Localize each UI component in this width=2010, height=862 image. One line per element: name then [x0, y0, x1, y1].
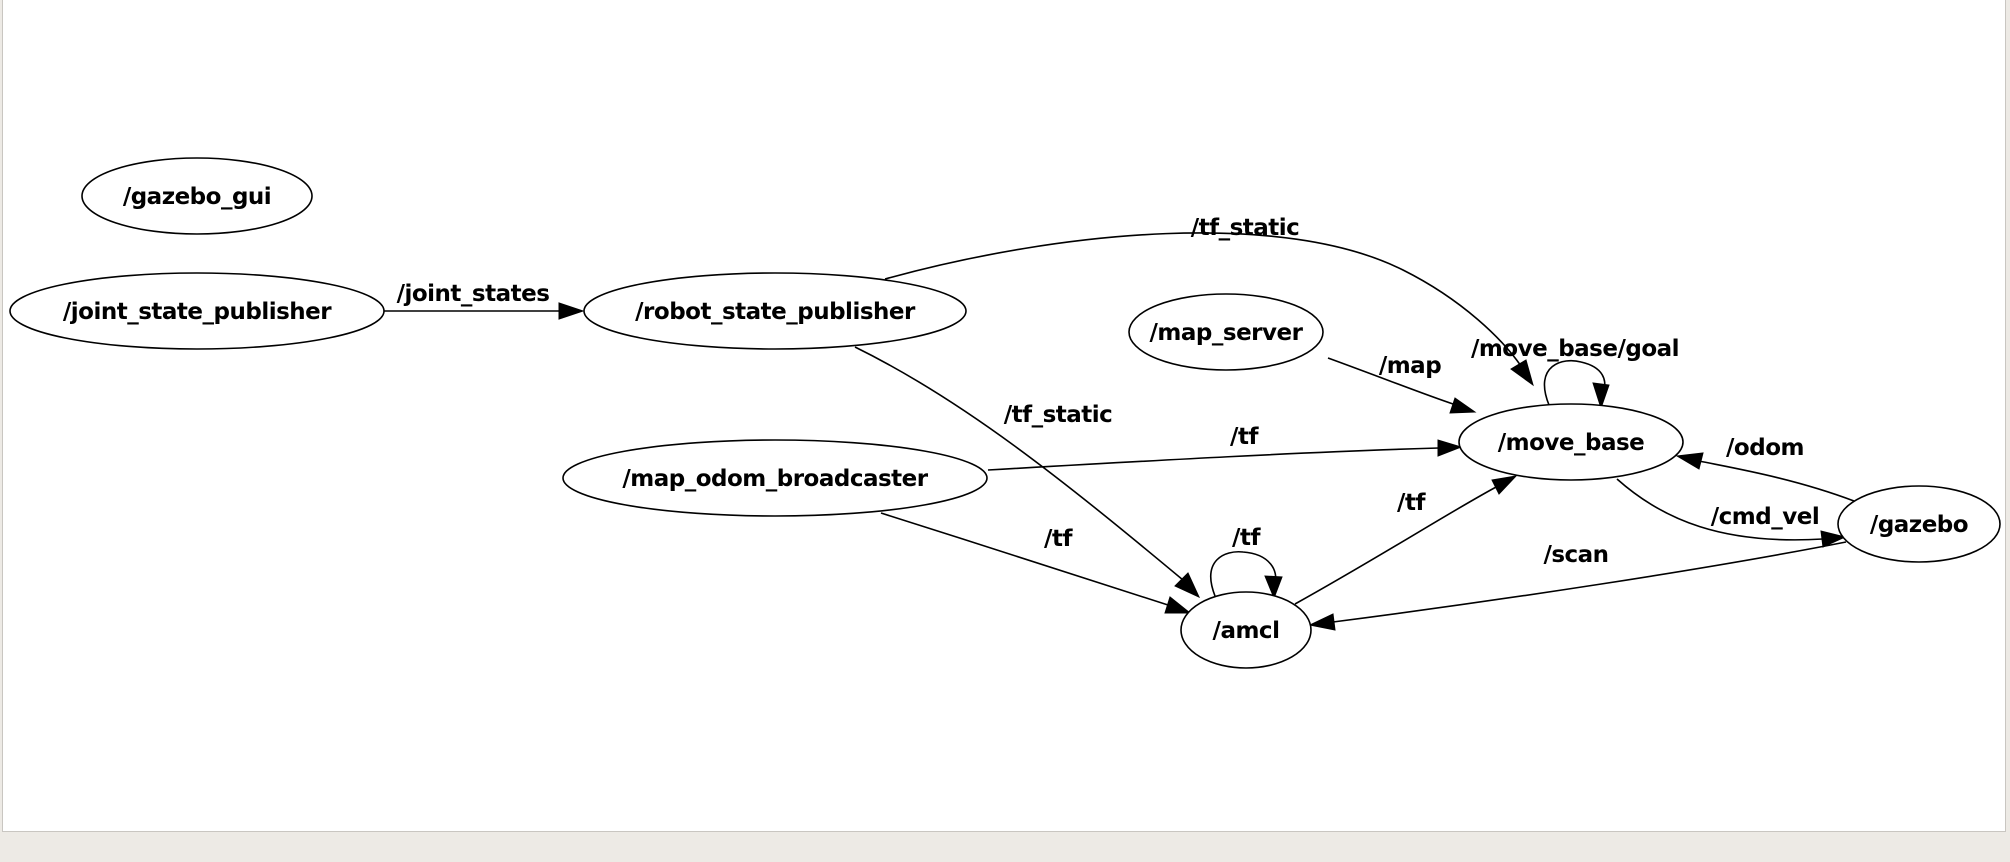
edge-tf-mob-movebase[interactable] [987, 439, 1463, 471]
node-label-map-odom-broadcaster: /map_odom_broadcaster [622, 466, 928, 492]
node-label-robot-state-publisher: /robot_state_publisher [635, 299, 916, 325]
node-gazebo-gui[interactable]: /gazebo_gui [81, 157, 313, 235]
node-label-move-base: /move_base [1498, 430, 1645, 456]
edge-odom[interactable] [1675, 452, 1855, 502]
edge-move-base-goal[interactable] [1543, 359, 1610, 410]
edge-tf-static-top[interactable] [884, 232, 1534, 387]
edge-label-cmd-vel: /cmd_vel [1711, 504, 1819, 530]
edge-label-tf-static-top: /tf_static [1191, 215, 1300, 241]
node-robot-state-publisher[interactable]: /robot_state_publisher [583, 272, 967, 350]
node-gazebo[interactable]: /gazebo [1837, 485, 2001, 563]
edge-label-move-base-goal: /move_base/goal [1471, 336, 1679, 362]
node-label-gazebo: /gazebo [1870, 512, 1968, 538]
edge-map[interactable] [1327, 357, 1477, 414]
node-label-amcl: /amcl [1213, 618, 1280, 644]
node-joint-state-publisher[interactable]: /joint_state_publisher [9, 272, 385, 350]
edge-tf-amcl-movebase[interactable] [1294, 475, 1518, 605]
edge-scan[interactable] [1308, 541, 1847, 631]
edge-tf-mob-amcl[interactable] [880, 512, 1192, 614]
edge-label-map: /map [1379, 353, 1441, 379]
edge-label-tf-amcl-self: /tf [1232, 525, 1261, 551]
edge-tf-static-mid[interactable] [854, 346, 1201, 599]
edge-tf-amcl-self[interactable] [1210, 550, 1283, 600]
edge-label-scan: /scan [1543, 542, 1608, 568]
edge-label-tf-mob-movebase: /tf [1230, 424, 1259, 450]
graph-canvas: /joint_states /tf_static /tf_static /map… [2, 0, 2006, 832]
node-amcl[interactable]: /amcl [1180, 591, 1312, 669]
node-map-server[interactable]: /map_server [1128, 293, 1324, 371]
edge-joint-states[interactable] [383, 302, 585, 320]
node-move-base[interactable]: /move_base [1458, 403, 1684, 481]
edge-label-tf-static-mid: /tf_static [1004, 402, 1113, 428]
node-label-map-server: /map_server [1150, 320, 1304, 346]
edge-label-tf-amcl-movebase: /tf [1397, 490, 1426, 516]
edge-label-tf-mob-amcl: /tf [1044, 526, 1073, 552]
edge-label-odom: /odom [1726, 435, 1804, 461]
node-map-odom-broadcaster[interactable]: /map_odom_broadcaster [562, 439, 988, 517]
node-label-joint-state-publisher: /joint_state_publisher [63, 299, 332, 325]
edge-cmd-vel[interactable] [1616, 478, 1847, 548]
node-label-gazebo-gui: /gazebo_gui [123, 184, 271, 210]
ros-node-graph: /joint_states /tf_static /tf_static /map… [9, 157, 2001, 669]
edge-label-joint-states: /joint_states [397, 281, 550, 307]
